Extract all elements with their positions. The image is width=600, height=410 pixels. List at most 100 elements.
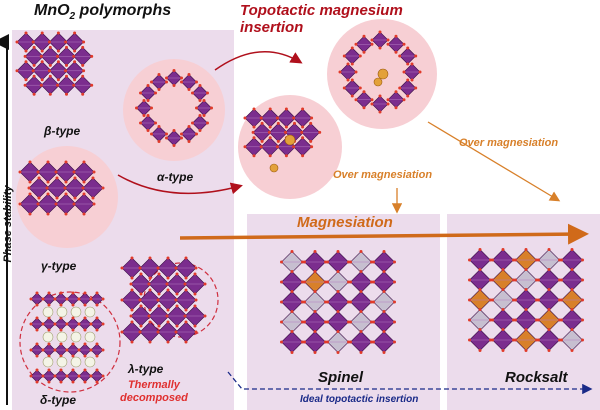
oxygen-atom bbox=[547, 328, 551, 331]
oxygen-atom bbox=[32, 74, 36, 78]
oxygen-atom bbox=[303, 260, 306, 264]
oxygen-atom bbox=[514, 338, 517, 342]
thermally-line1: Thermally bbox=[127, 379, 180, 391]
oxygen-atom bbox=[394, 34, 398, 38]
intercalated-ion bbox=[84, 331, 96, 343]
oxygen-atom bbox=[165, 314, 169, 318]
oxygen-atom bbox=[47, 380, 51, 384]
oxygen-atom bbox=[326, 340, 329, 344]
oxygen-atom bbox=[35, 303, 39, 307]
oxygen-atom bbox=[95, 316, 99, 320]
oxygen-atom bbox=[372, 280, 375, 284]
oxygen-atom bbox=[537, 298, 540, 302]
oxygen-atom bbox=[65, 374, 69, 378]
oxygen-atom bbox=[406, 94, 410, 98]
oxygen-atom bbox=[313, 330, 317, 333]
oxygen-atom bbox=[35, 328, 39, 332]
oxygen-atom bbox=[172, 69, 176, 72]
oxygen-atom bbox=[501, 248, 505, 251]
oxygen-atom bbox=[148, 256, 152, 260]
oxygen-atom bbox=[547, 268, 551, 271]
alpha-type-label: α-type bbox=[157, 170, 194, 184]
oxygen-atom bbox=[524, 288, 528, 291]
oxygen-atom bbox=[310, 116, 314, 120]
oxygen-atom bbox=[77, 374, 81, 378]
oxygen-atom bbox=[64, 69, 68, 73]
oxygen-atom bbox=[581, 338, 584, 342]
oxygen-atom bbox=[139, 272, 143, 276]
oxygen-atom bbox=[382, 250, 386, 253]
oxygen-atom bbox=[46, 180, 50, 184]
gamma-to-mg-arrow bbox=[117, 174, 243, 195]
oxygen-atom bbox=[83, 303, 87, 307]
oxygen-atom bbox=[129, 314, 133, 318]
oxygen-atom bbox=[382, 330, 386, 333]
oxygen-atom bbox=[24, 60, 28, 64]
spinel-label: Spinel bbox=[318, 369, 364, 386]
oxygen-atom bbox=[165, 132, 168, 136]
oxygen-atom bbox=[15, 40, 19, 44]
delta-type-label: δ-type bbox=[40, 393, 76, 407]
oxygen-atom bbox=[386, 38, 390, 42]
oxygen-atom bbox=[95, 342, 99, 346]
oxygen-atom bbox=[280, 280, 283, 284]
oxygen-atom bbox=[198, 114, 202, 117]
oxygen-atom bbox=[491, 338, 494, 342]
oxygen-atom bbox=[195, 106, 198, 110]
oxygen-atom bbox=[59, 368, 63, 372]
oxygen-atom bbox=[150, 106, 153, 110]
oxygen-atom bbox=[142, 99, 146, 102]
oxygen-atom bbox=[537, 258, 540, 262]
oxygen-atom bbox=[138, 266, 142, 270]
oxygen-atom bbox=[23, 54, 27, 58]
oxygen-atom bbox=[82, 40, 86, 44]
oxygen-atom bbox=[56, 49, 60, 53]
ideal-topotactic-label: Ideal topotactic insertion bbox=[300, 394, 419, 405]
oxygen-atom bbox=[53, 322, 57, 326]
oxygen-atom bbox=[393, 300, 396, 304]
oxygen-atom bbox=[32, 92, 36, 96]
oxygen-atom bbox=[130, 320, 134, 324]
oxygen-atom bbox=[336, 351, 340, 354]
oxygen-atom bbox=[146, 99, 150, 102]
oxygen-atom bbox=[547, 248, 551, 251]
oxygen-atom bbox=[81, 186, 85, 190]
oxygen-atom bbox=[32, 45, 36, 49]
oxygen-atom bbox=[175, 304, 179, 308]
oxygen-atom bbox=[203, 314, 207, 318]
oxygen-atom bbox=[148, 308, 152, 312]
topotactic-line1: Topotactic magnesium bbox=[240, 2, 403, 19]
oxygen-atom bbox=[372, 340, 375, 344]
oxygen-atom bbox=[81, 45, 85, 49]
oxygen-atom bbox=[378, 46, 382, 50]
oxygen-atom bbox=[478, 308, 482, 311]
oxygen-atom bbox=[547, 308, 551, 311]
oxygen-atom bbox=[35, 354, 39, 358]
oxygen-atom bbox=[47, 291, 51, 295]
oxygen-atom bbox=[349, 260, 352, 264]
oxygen-atom bbox=[350, 94, 354, 98]
oxygen-atom bbox=[478, 268, 482, 271]
oxygen-atom bbox=[27, 186, 31, 190]
oxygen-atom bbox=[514, 278, 517, 282]
oxygen-atom bbox=[406, 46, 410, 50]
oxygen-atom bbox=[165, 80, 168, 84]
oxygen-atom bbox=[77, 322, 81, 326]
oxygen-atom bbox=[478, 288, 482, 291]
oxygen-atom bbox=[386, 98, 390, 102]
oxygen-atom bbox=[29, 297, 33, 301]
oxygen-atom bbox=[362, 50, 366, 54]
oxygen-atom bbox=[292, 145, 296, 149]
oxygen-atom bbox=[166, 308, 170, 312]
oxygen-atom bbox=[71, 354, 75, 358]
oxygen-atom bbox=[386, 102, 390, 106]
oxygen-atom bbox=[394, 50, 398, 54]
oxygen-atom bbox=[129, 282, 133, 286]
oxygen-atom bbox=[138, 330, 142, 334]
magnesium-atom bbox=[377, 68, 389, 80]
oxygen-atom bbox=[284, 107, 288, 111]
oxygen-atom bbox=[65, 348, 69, 352]
oxygen-atom bbox=[146, 129, 150, 132]
oxygen-atom bbox=[354, 42, 358, 46]
oxygen-atom bbox=[524, 328, 528, 331]
